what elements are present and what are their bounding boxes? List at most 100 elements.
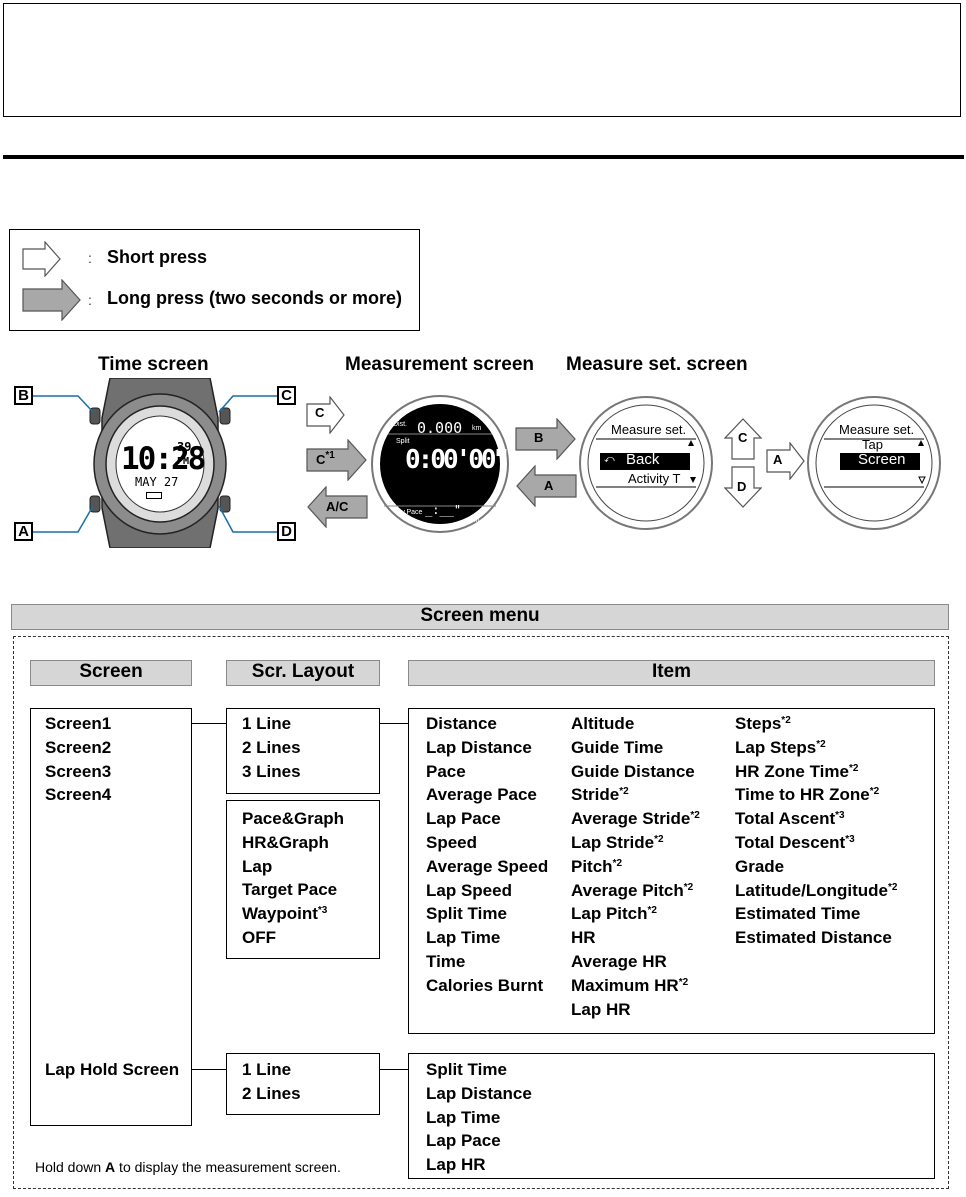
list-item: Lap Stride*2 — [571, 832, 664, 852]
list-item: Split Time — [426, 1060, 507, 1079]
measure-set-screen-title: Measure set. screen — [566, 354, 748, 375]
item-box — [408, 708, 935, 1034]
connector-line — [192, 1069, 226, 1070]
list-item: Lap Steps*2 — [735, 737, 826, 757]
list-item: Lap Pace — [426, 809, 501, 829]
watch-time: 10:28 — [121, 441, 206, 477]
battery-icon — [146, 492, 162, 499]
list-item: Waypoint*3 — [242, 904, 328, 924]
dist-value: 0.000 — [417, 419, 463, 437]
list-item: Lap Distance — [426, 737, 532, 757]
lap-layout-box — [226, 1053, 380, 1115]
watch-seconds: 39 — [177, 440, 192, 454]
a-short-arrow-icon — [766, 442, 805, 480]
section-rule — [3, 155, 964, 159]
set1-header: Measure set. — [611, 422, 687, 437]
list-item: HR — [571, 928, 596, 948]
list-item: HR Zone Time*2 — [735, 761, 859, 781]
legend-long-label: Long press (two seconds or more) — [107, 288, 403, 308]
short-press-arrow-icon — [22, 241, 61, 277]
screen-item: Screen2 — [45, 737, 112, 757]
time-screen-title: Time screen — [98, 354, 209, 375]
list-item: Average Pace — [426, 785, 537, 805]
list-item: Time — [426, 951, 466, 971]
list-item: Guide Distance — [571, 761, 695, 781]
back-arrow-icon: ⤺ — [604, 454, 615, 465]
legend-box — [9, 229, 420, 331]
list-item: Pitch*2 — [571, 856, 623, 876]
top-note-box — [3, 3, 961, 117]
dist-label: Dist. — [393, 421, 407, 428]
list-item: Maximum HR*2 — [571, 975, 689, 995]
d-down-label: D — [737, 479, 747, 494]
long-press-arrow-icon — [22, 279, 81, 321]
screen-item: Screen3 — [45, 761, 112, 781]
list-item: Distance — [426, 714, 497, 733]
layout-item: 2 Lines — [242, 1083, 301, 1103]
connector-line — [192, 723, 226, 724]
b-long-label: B — [534, 430, 544, 445]
header-layout: Scr. Layout — [226, 660, 380, 686]
button-callout-lines — [33, 395, 277, 533]
list-item: Average HR — [571, 951, 667, 971]
list-item: Pace — [426, 761, 466, 781]
list-item: Estimated Time — [735, 904, 861, 924]
list-item: Target Pace — [242, 880, 338, 900]
list-item: Lap — [242, 856, 273, 876]
watch-ampm: PM — [177, 456, 190, 467]
lap-hold-screen: Lap Hold Screen — [45, 1060, 180, 1079]
list-item: Average Speed — [426, 856, 549, 876]
screen-item: Screen4 — [45, 785, 112, 805]
layout-item: 1 Line — [242, 714, 292, 733]
a-long-label: A — [544, 478, 554, 493]
c-long-label: C*1 — [316, 450, 335, 468]
split-label: Split — [396, 438, 410, 445]
button-d-label: D — [277, 522, 296, 541]
layout-lines-box — [226, 708, 380, 794]
list-item: Calories Burnt — [426, 975, 544, 995]
screen-item: Screen1 — [45, 714, 112, 733]
layout-item: 1 Line — [242, 1060, 292, 1079]
layout-item: 3 Lines — [242, 761, 301, 781]
list-item: Total Ascent*3 — [735, 809, 845, 829]
header-screen: Screen — [30, 660, 192, 686]
button-c-label: C — [277, 386, 296, 405]
set1-selected: Back — [626, 451, 660, 468]
list-item: Lap Time — [426, 928, 501, 948]
d-down-arrow-icon — [724, 466, 762, 508]
list-item: Average Pitch*2 — [571, 880, 694, 900]
pace-unit: /km — [468, 517, 480, 524]
hold-note: Hold down A to display the measurement s… — [35, 1159, 341, 1175]
list-item: Grade — [735, 856, 785, 876]
a-short-label: A — [773, 452, 783, 467]
list-item: Lap Time — [426, 1107, 501, 1127]
list-item: Lap Distance — [426, 1083, 532, 1103]
list-item: Lap HR — [571, 999, 631, 1019]
list-item: Lap Pace — [426, 1131, 501, 1151]
connector-line — [380, 1069, 408, 1070]
list-item: Altitude — [571, 714, 635, 733]
list-item: OFF — [242, 927, 276, 947]
legend-short-label: Short press — [107, 247, 208, 267]
list-item: Lap Speed — [426, 880, 512, 900]
set2-selected: Screen — [858, 451, 906, 468]
measure-set-display-1 — [579, 396, 713, 530]
measure-set-display-2 — [807, 396, 941, 530]
watch-illustration — [89, 378, 231, 548]
screen-menu-frame — [13, 636, 949, 1189]
screen-list: Screen1 Screen2 Screen3 Screen4 — [45, 712, 111, 807]
list-item: Speed — [426, 832, 478, 852]
list-item: Latitude/Longitude*2 — [735, 880, 898, 900]
c-short-label: C — [315, 405, 325, 420]
set2-header: Measure set. — [839, 422, 915, 437]
list-item: Guide Time — [571, 737, 664, 757]
connector-line — [380, 723, 408, 724]
set1-next: Activity T — [628, 471, 681, 486]
list-item: Lap Pitch*2 — [571, 904, 657, 924]
c-long-arrow-icon — [306, 439, 367, 481]
set2-sub: Tap — [862, 437, 883, 452]
list-item: Pace&Graph — [242, 809, 345, 828]
